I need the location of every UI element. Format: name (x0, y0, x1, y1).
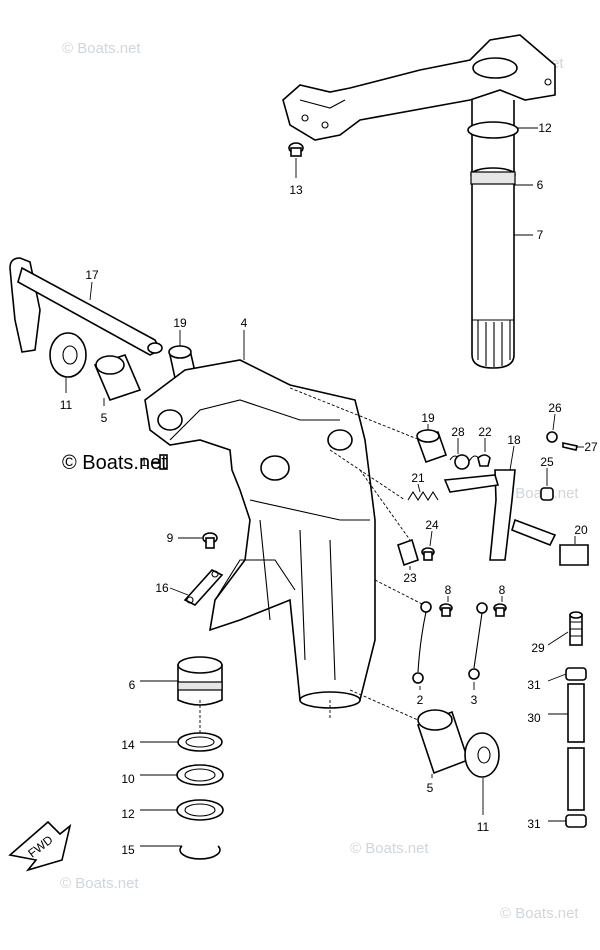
plate-20 (511, 518, 589, 566)
exploded-leader-line (359, 469, 411, 541)
swivel-bracket (144, 359, 376, 709)
tilt-rod (9, 257, 163, 356)
bolt-8-right (493, 603, 507, 617)
callout-leader (417, 483, 421, 493)
link-16 (183, 569, 224, 606)
swivel-shaft (467, 100, 519, 369)
part-callout-15: 15 (121, 843, 135, 857)
bushing-6-lower (177, 656, 223, 706)
part-callout-1: 1 (141, 455, 148, 469)
part-callout-11: 11 (60, 398, 73, 412)
plate-23 (397, 538, 419, 567)
watermark-bottom-mid: © Boats.net (350, 840, 429, 857)
callout-leader (547, 673, 567, 682)
part-callout-19: 19 (421, 411, 435, 425)
bushing-19-right (416, 429, 448, 464)
part-callout-8: 8 (499, 583, 506, 597)
part-callout-18: 18 (507, 433, 521, 447)
callout-leader (89, 281, 93, 301)
part-callout-12: 12 (538, 121, 552, 135)
part-callout-14: 14 (121, 738, 135, 752)
washer-12 (176, 799, 224, 821)
bolt-9 (202, 532, 218, 549)
fwd-arrow: FWD (8, 820, 72, 872)
callout-leader (547, 631, 569, 646)
part-callout-13: 13 (289, 183, 303, 197)
part-callout-25: 25 (540, 455, 554, 469)
part-callout-27: 27 (584, 440, 598, 454)
part-callout-31: 31 (527, 678, 541, 692)
part-callout-28: 28 (451, 425, 465, 439)
watermark-top-left: © Boats.net (62, 40, 141, 57)
ground-lead-3 (468, 602, 488, 680)
part-callout-17: 17 (85, 268, 99, 282)
washer-14 (177, 732, 223, 752)
lever-18 (443, 469, 516, 561)
circlip-15 (179, 845, 221, 860)
watermark-bottom-right: © Boats.net (500, 905, 579, 922)
part-callout-3: 3 (471, 693, 478, 707)
part-callout-10: 10 (121, 772, 135, 786)
bushing-left (93, 354, 142, 401)
ground-lead-2 (412, 601, 432, 684)
part-callout-16: 16 (155, 581, 169, 595)
callout-leader (509, 445, 515, 471)
part-callout-26: 26 (548, 401, 562, 415)
part-callout-31: 31 (527, 817, 541, 831)
spring-28 (449, 454, 481, 470)
callout-leader (552, 413, 556, 431)
part-callout-9: 9 (167, 531, 174, 545)
part-callout-30: 30 (527, 711, 541, 725)
steering-arm (282, 34, 556, 141)
callout-leader (429, 530, 433, 547)
exploded-leader-line (349, 689, 419, 721)
watermark-main: © Boats.net (62, 452, 167, 474)
watermark-bottom-left: © Boats.net (60, 875, 139, 892)
part-callout-23: 23 (403, 571, 417, 585)
part-callout-6: 6 (537, 178, 544, 192)
watermark-mid-right: © Boats.net (500, 485, 579, 502)
bolt-8-left (439, 603, 453, 617)
washer-10 (176, 764, 224, 786)
washer-right (464, 732, 500, 778)
part-callout-11: 11 (477, 820, 490, 834)
bushing-right (416, 709, 470, 775)
part-callout-2: 2 (417, 693, 424, 707)
part-callout-29: 29 (531, 641, 545, 655)
clamp-31-lower (565, 814, 587, 828)
part-callout-7: 7 (537, 228, 544, 242)
part-callout-20: 20 (574, 523, 588, 537)
clip-22 (477, 454, 491, 467)
exploded-leader-line (289, 387, 421, 441)
part-callout-19: 19 (173, 316, 187, 330)
bolt-29 (569, 611, 583, 646)
exploded-leader-line (329, 449, 406, 501)
collar-25 (540, 487, 554, 501)
exploded-leader-line (374, 579, 425, 606)
part-callout-5: 5 (427, 781, 434, 795)
pin-26 (546, 431, 558, 443)
clamp-31-upper (565, 667, 587, 681)
part-callout-12: 12 (121, 807, 135, 821)
part-callout-21: 21 (411, 471, 425, 485)
part-callout-5: 5 (101, 411, 108, 425)
bolt-13 (288, 142, 304, 157)
cotter-27 (562, 442, 578, 451)
part-callout-6: 6 (129, 678, 136, 692)
tube-30 (567, 683, 585, 811)
part-callout-4: 4 (241, 316, 248, 330)
part-callout-22: 22 (478, 425, 492, 439)
part-callout-24: 24 (425, 518, 439, 532)
part-callout-8: 8 (445, 583, 452, 597)
bolt-24 (421, 547, 435, 561)
washer-left (49, 332, 87, 378)
spring-21 (407, 490, 439, 502)
callout-leader (169, 587, 189, 596)
